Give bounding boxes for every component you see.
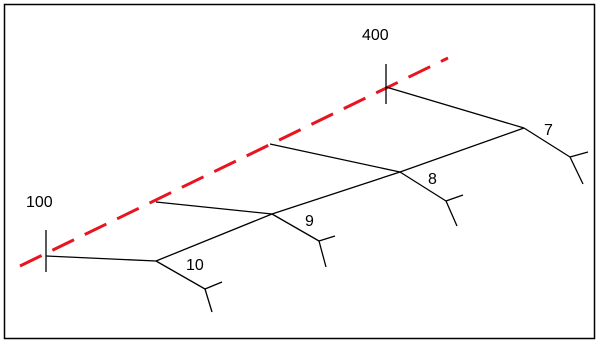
point-8-label: 8 — [428, 171, 437, 188]
station-400-label: 400 — [362, 27, 389, 44]
branch-9 — [271, 213, 320, 242]
branch-10-fork-a — [204, 288, 213, 313]
alignment-centerline — [19, 56, 449, 268]
branch-7-fork-a — [569, 156, 584, 185]
branch-8 — [399, 171, 447, 202]
offset-lines — [45, 86, 525, 262]
offset-line-7 — [385, 86, 525, 129]
string-line — [155, 127, 525, 262]
branch-10 — [155, 260, 206, 290]
point-7-label: 7 — [544, 122, 553, 139]
diagram-frame — [3, 3, 596, 340]
station-100-label: 100 — [26, 194, 53, 211]
offset-line-10 — [45, 255, 157, 262]
branch-8-fork-b — [445, 194, 464, 202]
offset-line-9 — [155, 201, 273, 215]
branch-7 — [523, 127, 571, 158]
offset-line-8 — [269, 143, 401, 173]
point-10-label: 10 — [186, 257, 204, 274]
branch-8-fork-a — [445, 200, 458, 227]
branch-9-fork-b — [318, 235, 336, 242]
branch-9-fork-a — [318, 240, 327, 268]
point-9-label: 9 — [305, 213, 314, 230]
branch-10-fork-b — [204, 281, 223, 290]
branch-7-fork-b — [569, 151, 589, 158]
point-branches — [155, 127, 589, 313]
